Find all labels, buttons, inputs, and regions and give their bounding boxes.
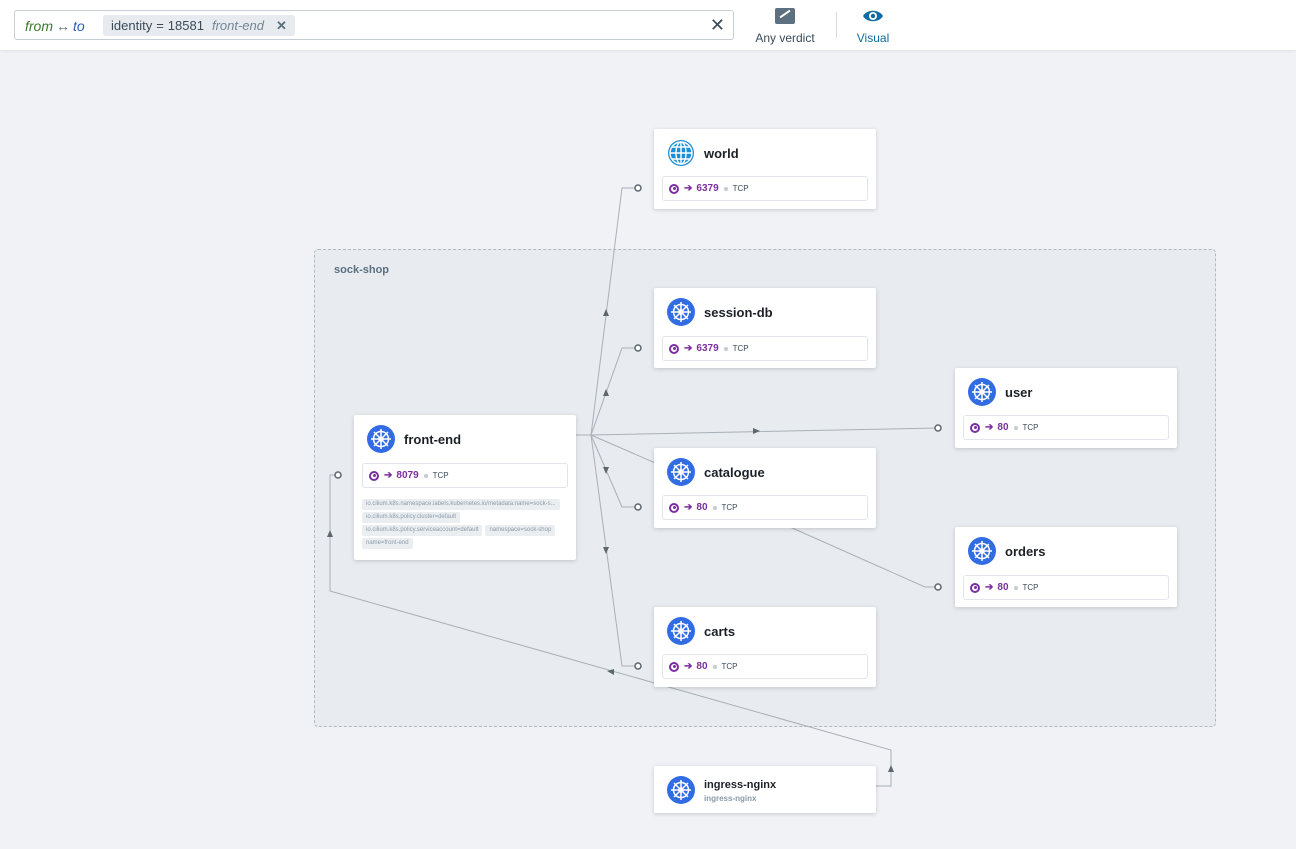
label-chip: name=front-end	[362, 538, 413, 549]
separator-dot	[1013, 425, 1018, 430]
node-title: catalogue	[704, 465, 765, 480]
port-row: ➔ 6379 TCP	[662, 336, 868, 361]
node-title: front-end	[404, 432, 462, 447]
visual-toggle-button[interactable]: Visual	[846, 8, 900, 45]
node-title: orders	[1005, 544, 1046, 559]
port-row: ➔ 8079 TCP	[362, 463, 568, 488]
port-row: ➔ 80 TCP	[963, 575, 1169, 600]
edge-arrow	[888, 765, 894, 772]
filter-input[interactable]: from↔to identity = 18581 front-end ✕ ✕	[14, 10, 734, 40]
node-card-world[interactable]: world ➔ 6379 TCP	[654, 129, 876, 209]
filter-tag-value: 18581	[167, 18, 204, 33]
namespace-label: sock-shop	[334, 264, 390, 276]
port-row: ➔ 80 TCP	[662, 495, 868, 520]
port-protocol: TCP	[732, 344, 749, 353]
remove-tag-icon[interactable]: ✕	[276, 17, 287, 33]
node-title: session-db	[704, 305, 773, 320]
node-card-ingress-nginx[interactable]: ingress-nginx ingress-nginx	[654, 766, 876, 813]
port-icon	[669, 183, 679, 194]
verdict-dropdown-button[interactable]: Any verdict	[746, 8, 824, 45]
separator-dot	[723, 346, 728, 351]
clear-filter-icon[interactable]: ✕	[709, 15, 725, 35]
port-number: 6379	[696, 343, 719, 354]
port-number: 80	[997, 582, 1009, 593]
port-number: 8079	[396, 470, 419, 481]
node-labels: io.cilium.k8s.namespace.labels.kubernete…	[362, 499, 568, 549]
direction-selector[interactable]: from↔to	[25, 18, 85, 34]
node-card-carts[interactable]: carts ➔ 80 TCP	[654, 607, 876, 687]
port-icon	[669, 661, 679, 672]
port-protocol: TCP	[1022, 583, 1039, 592]
port-icon	[970, 422, 980, 433]
direction-to: to	[73, 18, 85, 34]
node-card-session-db[interactable]: session-db ➔ 6379 TCP	[654, 288, 876, 368]
label-chip: namespace=sock-shop	[485, 525, 556, 536]
node-title: ingress-nginx	[704, 779, 777, 791]
port-row: ➔ 6379 TCP	[662, 176, 868, 201]
arrow-right-icon: ➔	[684, 502, 693, 513]
port-protocol: TCP	[732, 184, 749, 193]
node-card-catalogue[interactable]: catalogue ➔ 80 TCP	[654, 448, 876, 528]
port-protocol: TCP	[721, 503, 738, 512]
filter-tag-operator: =	[156, 18, 164, 33]
port-number: 80	[997, 422, 1009, 433]
edge-endpoint	[634, 184, 642, 192]
arrow-right-icon: ➔	[985, 422, 994, 433]
port-row: ➔ 80 TCP	[963, 415, 1169, 440]
arrow-right-icon: ➔	[384, 470, 393, 481]
separator-dot	[1013, 585, 1018, 590]
node-card-user[interactable]: user ➔ 80 TCP	[955, 368, 1177, 448]
label-chip: io.cilium.k8s.policy.serviceaccount=defa…	[362, 525, 483, 536]
label-chip: io.cilium.k8s.namespace.labels.kubernete…	[362, 499, 560, 510]
port-protocol: TCP	[1022, 423, 1039, 432]
filter-tag[interactable]: identity = 18581 front-end ✕	[103, 15, 295, 36]
node-title: carts	[704, 624, 736, 639]
toolbar: from↔to identity = 18581 front-end ✕ ✕ A…	[0, 0, 1296, 50]
globe-icon	[667, 139, 695, 167]
toolbar-divider	[836, 12, 837, 38]
separator-dot	[712, 664, 717, 669]
separator-dot	[423, 473, 428, 478]
node-card-orders[interactable]: orders ➔ 80 TCP	[955, 527, 1177, 607]
kubernetes-icon	[968, 378, 996, 406]
kubernetes-icon	[367, 425, 395, 453]
port-icon	[369, 470, 379, 481]
visual-label: Visual	[856, 31, 890, 45]
verdict-label: Any verdict	[755, 31, 815, 45]
port-icon	[669, 343, 679, 354]
eye-icon	[862, 8, 884, 29]
label-chip: io.cilium.k8s.policy.cluster=default	[362, 512, 461, 523]
kubernetes-icon	[667, 617, 695, 645]
direction-from: from	[25, 18, 53, 34]
gavel-icon	[775, 8, 795, 24]
port-number: 80	[696, 661, 708, 672]
separator-dot	[712, 505, 717, 510]
direction-arrow: ↔	[56, 18, 70, 34]
arrow-right-icon: ➔	[684, 661, 693, 672]
node-title: world	[704, 146, 739, 161]
arrow-right-icon: ➔	[684, 343, 693, 354]
node-namespace: ingress-nginx	[704, 794, 757, 803]
filter-tag-key: identity	[111, 18, 153, 33]
separator-dot	[723, 186, 728, 191]
port-icon	[970, 582, 980, 593]
kubernetes-icon	[667, 776, 695, 804]
port-protocol: TCP	[432, 471, 449, 480]
port-row: ➔ 80 TCP	[662, 654, 868, 679]
arrow-right-icon: ➔	[985, 582, 994, 593]
port-protocol: TCP	[721, 662, 738, 671]
node-title: user	[1005, 385, 1033, 400]
kubernetes-icon	[968, 537, 996, 565]
arrow-right-icon: ➔	[684, 183, 693, 194]
kubernetes-icon	[667, 298, 695, 326]
port-number: 80	[696, 502, 708, 513]
port-number: 6379	[696, 183, 719, 194]
kubernetes-icon	[667, 458, 695, 486]
port-icon	[669, 502, 679, 513]
filter-tag-label: front-end	[211, 18, 264, 33]
node-card-front-end[interactable]: front-end ➔ 8079 TCP io.cilium.k8s.names…	[354, 415, 576, 560]
